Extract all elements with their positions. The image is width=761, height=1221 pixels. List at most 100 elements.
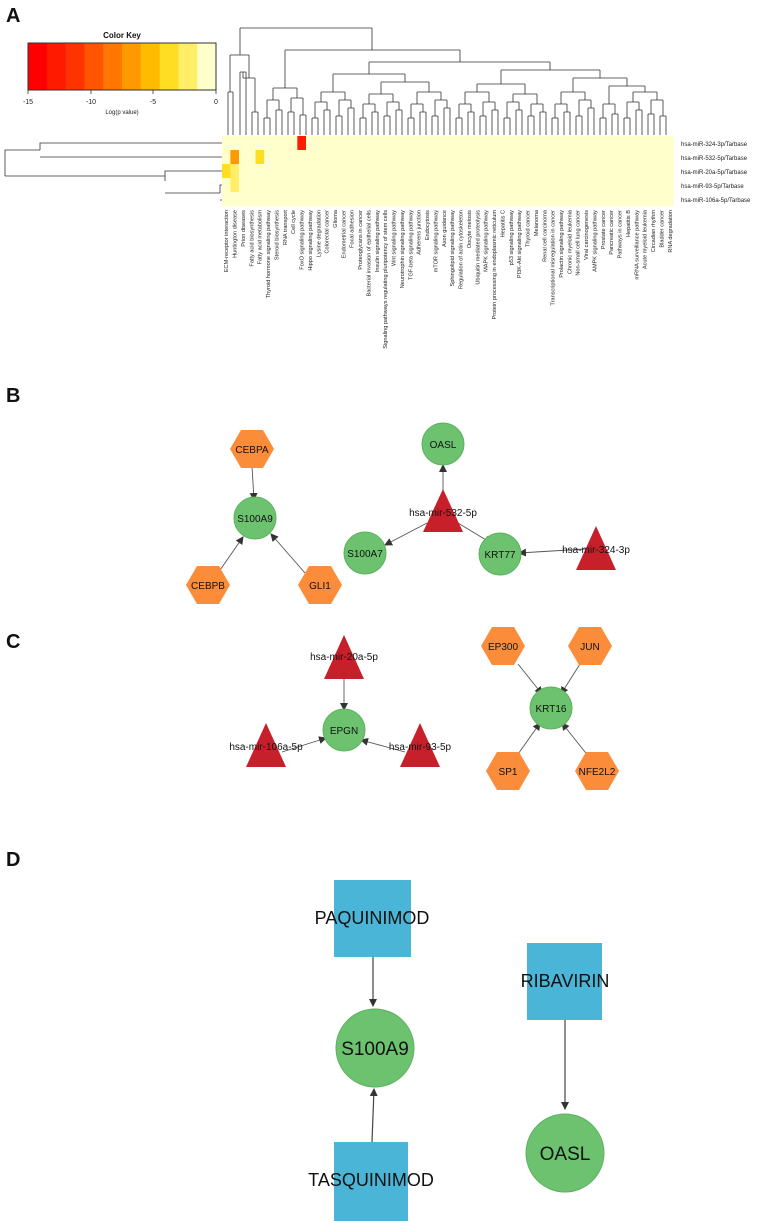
mir106a-node[interactable] (246, 723, 286, 767)
heatmap-column-label: Endocytosis (425, 210, 431, 240)
heatmap-row-labels: hsa-miR-324-3p/Tarbase hsa-miR-532-5p/Ta… (681, 142, 751, 204)
heatmap-column-label: Insulin signaling pathway (375, 210, 381, 272)
color-key-tick-label: -10 (86, 99, 96, 106)
edge-jun-krt16 (560, 663, 581, 695)
s100a9-node[interactable] (233, 496, 277, 540)
heatmap-column-label: Prostate cancer (601, 210, 607, 249)
s100a9-node-d[interactable] (335, 1008, 415, 1088)
edge-mir106a-epgn (281, 736, 327, 753)
heatmap-column-label: Acute myeloid leukemia (643, 209, 649, 269)
heatmap-column-label: Endometrial cancer (341, 210, 347, 258)
heatmap-row-label: hsa-miR-532-5p/Tarbase (681, 156, 748, 162)
color-key: Color Key -15 -10 -5 0 Log(p value) (23, 31, 218, 116)
heatmap-column-label: Axon guidance (442, 210, 448, 247)
edge-gli1-s100a9 (270, 533, 306, 574)
heatmap-column-label: Pancreatic cancer (609, 210, 615, 255)
cebpb-node[interactable] (186, 566, 230, 604)
heatmap-column-label: Ubiquitin mediated proteolysis (475, 210, 481, 285)
tasquinimod-node[interactable] (334, 1142, 408, 1221)
network-d-nodes: PAQUINIMOD S100A9 TASQUINIMOD RIBAVIRIN … (308, 880, 609, 1221)
s100a7-node[interactable] (343, 531, 387, 575)
heatmap-column-label: RNA transport (283, 210, 289, 246)
mir93-node[interactable] (400, 723, 440, 767)
heatmap-column-label: Prion diseases (241, 210, 247, 247)
heatmap-column-label: Pathways in cancer (618, 210, 624, 259)
heatmap-column-label: Sphingolipid signaling pathway (450, 210, 456, 287)
heatmap-column-label: Prolactin signaling pathway (559, 210, 565, 278)
heatmap-column-label: Viral carcinogenesis (584, 210, 590, 260)
heatmap-column-label: mRNA surveillance pathway (634, 210, 640, 280)
heatmap-column-label: Non-small cell lung cancer (576, 210, 582, 276)
edge-mir93-epgn (360, 737, 406, 753)
gli1-node[interactable] (298, 566, 342, 604)
mir532-node[interactable] (423, 489, 463, 532)
edge-cebpb-s100a9 (217, 536, 244, 574)
color-key-strip (28, 43, 217, 90)
heatmap-cell (230, 178, 240, 192)
heatmap-column-label: RNA degradation (668, 210, 674, 253)
heatmap-row-label: hsa-miR-106a-5p/Tarbase (681, 198, 751, 204)
cebpa-node[interactable] (230, 430, 274, 468)
heatmap-column-label: ECM-receptor interaction (224, 210, 230, 272)
heatmap-background (222, 136, 674, 206)
mir20a-node[interactable] (324, 635, 364, 679)
cebpb-label: CEBPB (191, 581, 225, 592)
oasl-label-d: OASL (540, 1144, 591, 1165)
heatmap-column-label: Oocyte meiosis (467, 210, 473, 248)
heatmap-column-label: Lysine degradation (316, 210, 322, 257)
network-d-edges (369, 957, 569, 1143)
heatmap-column-label: Wnt signaling pathway (392, 210, 398, 266)
krt16-node[interactable] (529, 686, 573, 730)
krt77-label: KRT77 (485, 550, 516, 561)
color-key-tick-label: -15 (23, 99, 33, 106)
color-key-swatch (46, 43, 66, 90)
heatmap-column-label: AMPK signaling pathway (592, 210, 598, 272)
color-key-swatch (197, 43, 217, 90)
jun-node[interactable] (568, 627, 612, 665)
mir532-label: hsa-mir-532-5p (409, 508, 477, 519)
oasl-node-d[interactable] (525, 1113, 605, 1193)
heatmap-column-label: Adherens junction (417, 210, 423, 255)
mir106a-label: hsa-mir-106a-5p (229, 742, 303, 753)
krt77-node[interactable] (478, 532, 522, 576)
heatmap-column-label: Fatty acid biosynthesis (249, 210, 255, 267)
heatmap-column-label: Colorectal cancer (325, 210, 331, 254)
heatmap-column-label: MAPK signaling pathway (484, 210, 490, 272)
color-key-swatch (122, 43, 142, 90)
paquinimod-node[interactable] (334, 880, 411, 957)
panel-label-b: B (6, 385, 20, 407)
heatmap-column-label: Protein processing in endoplasmic reticu… (492, 210, 498, 320)
mir20a-label: hsa-mir-20a-5p (310, 652, 378, 663)
heatmap-column-label: mTOR signaling pathway (433, 210, 439, 273)
edge-mir324-krt77 (518, 548, 586, 557)
oasl-label-b: OASL (430, 440, 457, 451)
panel-b-network: CEBPA S100A9 CEBPB GLI1 S100A7 OASL hsa-… (186, 422, 630, 604)
mir324-label: hsa-mir-324-3p (562, 545, 630, 556)
color-key-swatch (140, 43, 160, 90)
epgn-node[interactable] (322, 708, 366, 752)
heatmap-column-label: Glioma (333, 209, 339, 228)
color-key-swatch (65, 43, 85, 90)
oasl-node-b[interactable] (421, 422, 465, 466)
ribavirin-label: RIBAVIRIN (521, 971, 610, 991)
panel-label-d: D (6, 849, 20, 871)
heatmap-cell (222, 164, 231, 178)
heatmap-cell (230, 164, 240, 178)
heatmap-row-label: hsa-miR-324-3p/Tarbase (681, 142, 748, 148)
mir324-node[interactable] (576, 526, 616, 570)
sp1-node[interactable] (486, 752, 530, 790)
sp1-label: SP1 (499, 767, 518, 778)
epgn-label: EPGN (330, 726, 358, 737)
edge-mir532-s100a7 (384, 522, 428, 546)
ep300-node[interactable] (481, 627, 525, 665)
color-key-title: Color Key (103, 31, 141, 40)
nfe2l2-node[interactable] (575, 752, 619, 790)
heatmap-column-label: Circadian rhythm (651, 210, 657, 253)
column-dendrogram (227, 27, 667, 135)
heatmap-cells (222, 136, 674, 206)
s100a7-label: S100A7 (347, 549, 383, 560)
ribavirin-node[interactable] (527, 943, 602, 1020)
paquinimod-label: PAQUINIMOD (315, 908, 430, 928)
